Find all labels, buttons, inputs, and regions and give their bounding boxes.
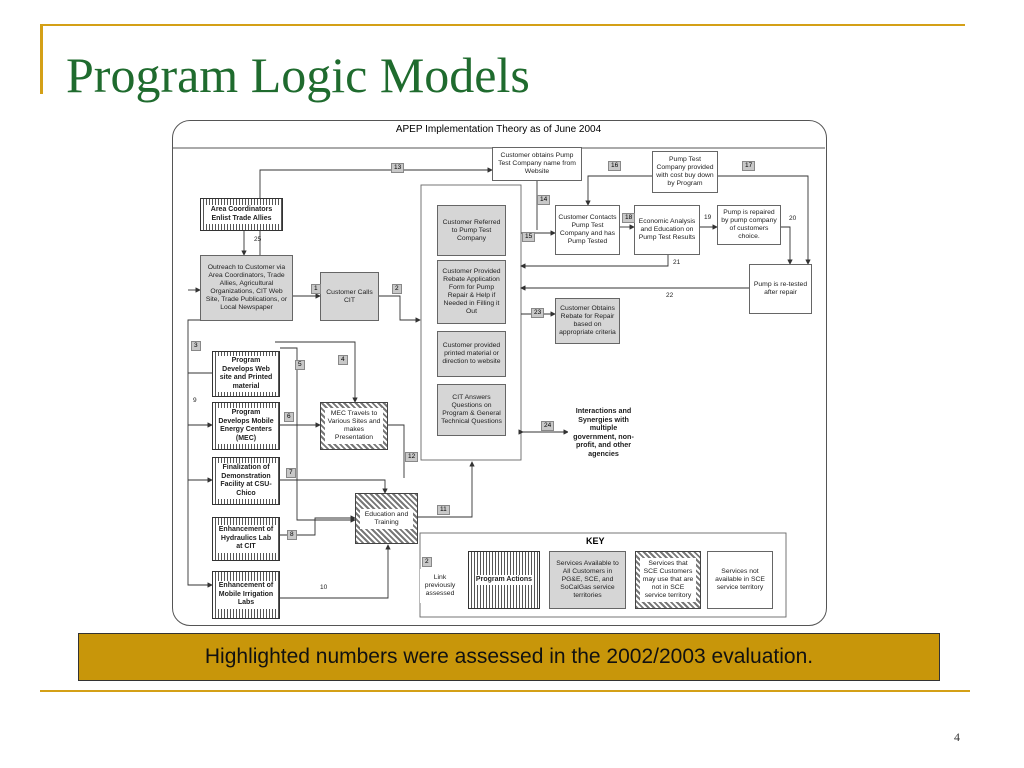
link-24: 24 [541,421,555,431]
link-2: 2 [392,284,402,294]
web-site-box: Program Develops Web site and Printed ma… [212,351,280,397]
mec-travels-box: MEC Travels to Various Sites and makes P… [320,402,388,450]
key-not-available: Services not available in SCE service te… [707,551,773,609]
link-14: 14 [537,195,551,205]
pump-retested-box: Pump is re-tested after repair [749,264,812,314]
link-1: 1 [311,284,321,294]
economic-analysis-box: Economic Analysis and Education on Pump … [634,205,700,255]
key-title: KEY [586,536,605,546]
link-12: 12 [405,452,419,462]
education-training-box: Education and Training [355,493,418,544]
link-8: 8 [287,530,297,540]
key-link-num: 2 [422,557,432,567]
link-3: 3 [191,341,201,351]
mobile-energy-box: Program Develops Mobile Energy Centers (… [212,402,280,450]
page-number: 4 [954,730,960,744]
link-17: 17 [742,161,756,171]
obtains-name-box: Customer obtains Pump Test Company name … [492,147,582,181]
link-13: 13 [391,163,405,173]
key-link-label: Link previously assessed [420,569,460,603]
link-25: 25 [254,236,262,243]
obtains-rebate-box: Customer Obtains Rebate for Repair based… [555,298,620,344]
finalization-box: Finalization of Demonstration Facility a… [212,457,280,505]
link-15: 15 [522,232,536,242]
link-4: 4 [338,355,348,365]
link-6: 6 [284,412,294,422]
outreach-box: Outreach to Customer via Area Coordinato… [200,255,293,321]
area-coordinators-box: Area Coordinators Enlist Trade Allies [200,198,283,231]
interactions-box: Interactions and Synergies with multiple… [568,405,639,460]
contacts-pump-test-box: Customer Contacts Pump Test Company and … [555,205,620,255]
rebate-application-box: Customer Provided Rebate Application For… [437,260,506,324]
diagram-title: APEP Implementation Theory as of June 20… [395,124,602,135]
left-accent-bar [40,24,43,94]
customer-calls-box: Customer Calls CIT [320,272,379,321]
highlight-banner: Highlighted numbers were assessed in the… [78,633,940,681]
link-21: 21 [673,259,681,266]
link-9: 9 [193,397,197,404]
link-23: 23 [531,308,545,318]
referred-box: Customer Referred to Pump Test Company [437,205,506,256]
hydraulics-lab-box: Enhancement of Hydraulics Lab at CIT [212,517,280,561]
top-rule [40,24,965,26]
link-18: 18 [622,213,636,223]
link-16: 16 [608,161,622,171]
link-5: 5 [295,360,305,370]
banner-text: Highlighted numbers were assessed in the… [204,645,814,668]
key-sce-not-in-territory: Services that SCE Customers may use that… [635,551,701,609]
printed-material-box: Customer provided printed material or di… [437,331,506,377]
link-20: 20 [789,215,797,222]
link-19: 19 [704,214,712,221]
page-title: Program Logic Models [66,47,530,103]
key-available-services: Services Available to All Customers in P… [549,551,626,609]
pump-test-company-box: Pump Test Company provided with cost buy… [652,151,718,193]
link-22: 22 [666,292,674,299]
link-10: 10 [320,584,328,591]
link-11: 11 [437,505,450,515]
pump-repaired-box: Pump is repaired by pump company of cust… [717,205,781,245]
cit-answers-box: CIT Answers Questions on Program & Gener… [437,384,506,436]
irrigation-labs-box: Enhancement of Mobile Irrigation Labs [212,571,280,619]
key-program-actions: Program Actions [468,551,540,609]
bottom-rule [40,690,970,692]
link-7: 7 [286,468,296,478]
